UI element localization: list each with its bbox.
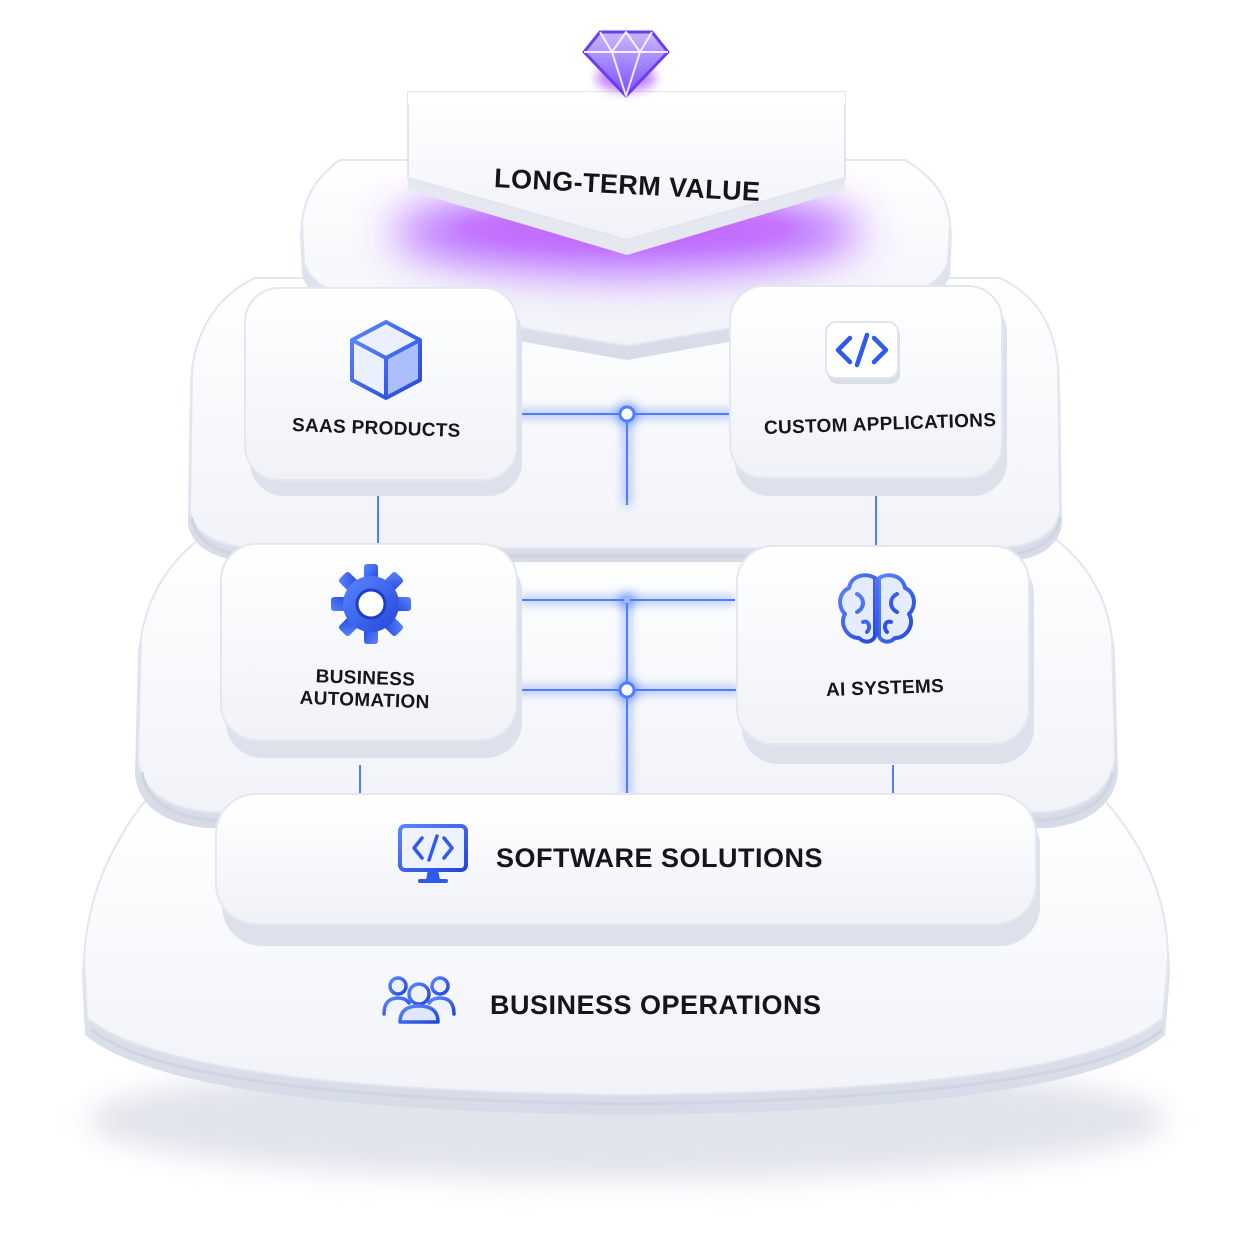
- gear-icon: [331, 564, 411, 644]
- ai-systems-tile: [736, 545, 1034, 764]
- connector-nodes: [615, 402, 639, 702]
- business-automation-tile: [220, 543, 522, 758]
- brain-icon: [838, 573, 916, 644]
- custom-applications-tile: [729, 285, 1007, 496]
- cube-icon: [350, 320, 422, 400]
- business-operations-label: BUSINESS OPERATIONS: [490, 990, 822, 1020]
- team-icon: [382, 976, 456, 1024]
- software-solutions-label: SOFTWARE SOLUTIONS: [496, 843, 824, 873]
- diamond-icon: [582, 30, 670, 98]
- code-tag-icon: [825, 321, 900, 384]
- business-automation-label: BUSINESS AUTOMATION: [299, 666, 430, 714]
- long-term-value-block: [407, 91, 846, 255]
- ai-systems-label: AI SYSTEMS: [825, 675, 945, 702]
- monitor-code-icon: [398, 824, 468, 883]
